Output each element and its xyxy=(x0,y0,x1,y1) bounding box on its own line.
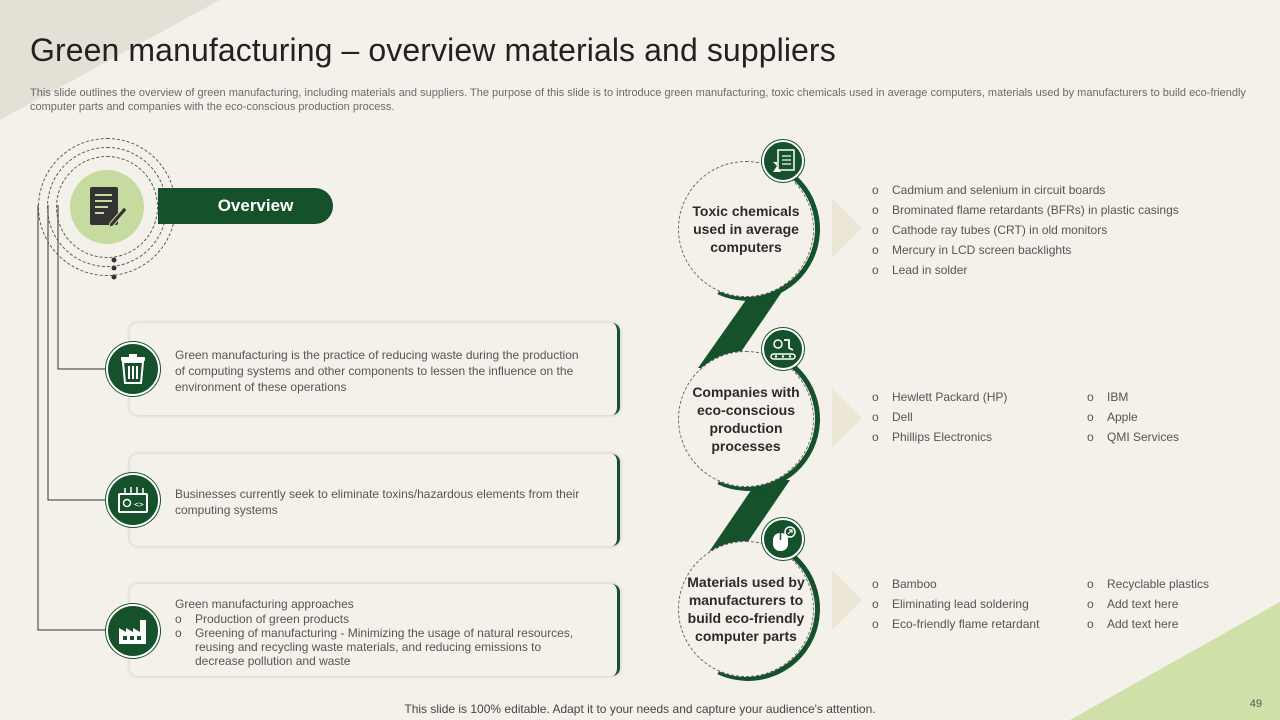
factory-icon xyxy=(106,604,160,658)
section-1-list: Cadmium and selenium in circuit boards B… xyxy=(872,180,1179,280)
list-item: Brominated flame retardants (BFRs) in pl… xyxy=(872,200,1179,220)
section-3-chevron xyxy=(832,570,862,630)
section-3-title: Materials used by manufacturers to build… xyxy=(687,574,805,644)
overview-icon-circle xyxy=(70,170,144,244)
section-1-circle: Toxic chemicals used in average computer… xyxy=(678,161,814,297)
computer-chip-icon: <> xyxy=(106,473,160,527)
list-item: Eco-friendly flame retardant xyxy=(872,614,1039,634)
list-item: Recyclable plastics xyxy=(1087,574,1209,594)
overview-label-text: Overview xyxy=(217,196,294,215)
section-2-list-col2: IBM Apple QMI Services xyxy=(1087,387,1179,447)
list-item: Cathode ray tubes (CRT) in old monitors xyxy=(872,220,1179,240)
card-3-heading: Green manufacturing approaches xyxy=(175,597,354,611)
section-2-circle: Companies with eco-conscious production … xyxy=(678,351,814,487)
section-2-title: Companies with eco-conscious production … xyxy=(692,384,800,454)
card-2-text: Businesses currently seek to eliminate t… xyxy=(175,487,580,517)
slide-subtitle: This slide outlines the overview of gree… xyxy=(30,87,1246,113)
info-card-1: Green manufacturing is the practice of r… xyxy=(130,323,620,415)
document-pen-icon xyxy=(90,187,128,228)
slide-title: Green manufacturing – overview materials… xyxy=(30,32,836,68)
card-3-bullet: Greening of manufacturing - Minimizing t… xyxy=(175,626,589,668)
list-item: Bamboo xyxy=(872,574,1039,594)
list-item: IBM xyxy=(1087,387,1179,407)
conveyor-robot-icon xyxy=(762,328,804,370)
list-item: Eliminating lead soldering xyxy=(872,594,1039,614)
list-item: Apple xyxy=(1087,407,1179,427)
svg-text:<>: <> xyxy=(134,500,144,509)
list-item: Phillips Electronics xyxy=(872,427,1007,447)
list-item: Dell xyxy=(872,407,1007,427)
list-item: Hewlett Packard (HP) xyxy=(872,387,1007,407)
page-number: 49 xyxy=(1249,698,1262,710)
slide-footer: This slide is 100% editable. Adapt it to… xyxy=(404,702,876,716)
list-item: Add text here xyxy=(1087,594,1209,614)
overview-ring-inner xyxy=(56,156,158,258)
section-2-list-col1: Hewlett Packard (HP) Dell Phillips Elect… xyxy=(872,387,1007,447)
list-item: Lead in solder xyxy=(872,260,1179,280)
trash-bin-icon xyxy=(106,342,160,396)
info-card-3: Green manufacturing approaches Productio… xyxy=(130,584,620,676)
section-1-title: Toxic chemicals used in average computer… xyxy=(692,203,800,255)
card-1-text: Green manufacturing is the practice of r… xyxy=(175,348,579,394)
section-3-list-col2: Recyclable plastics Add text here Add te… xyxy=(1087,574,1209,634)
list-item: QMI Services xyxy=(1087,427,1179,447)
card-3-bullets: Production of green products Greening of… xyxy=(175,612,589,668)
list-item: Cadmium and selenium in circuit boards xyxy=(872,180,1179,200)
lab-report-icon xyxy=(762,140,804,182)
list-item: Mercury in LCD screen backlights xyxy=(872,240,1179,260)
corner-decoration-top-left xyxy=(0,0,220,120)
eco-mouse-icon xyxy=(762,518,804,560)
list-item: Add text here xyxy=(1087,614,1209,634)
section-1-chevron xyxy=(832,198,862,258)
section-3-circle: Materials used by manufacturers to build… xyxy=(678,541,814,677)
info-card-2: Businesses currently seek to eliminate t… xyxy=(130,454,620,546)
overview-label: Overview xyxy=(158,188,333,224)
section-2-chevron xyxy=(832,388,862,448)
section-3-list-col1: Bamboo Eliminating lead soldering Eco-fr… xyxy=(872,574,1039,634)
card-3-bullet: Production of green products xyxy=(175,612,589,626)
